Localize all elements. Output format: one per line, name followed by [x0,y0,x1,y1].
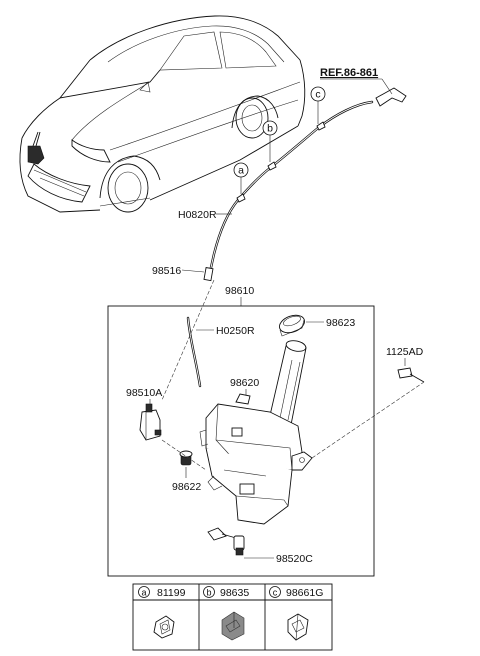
car-tank-location-icon [27,145,45,165]
label-98610: 98610 [225,285,254,297]
label-98510a: 98510A [126,387,162,399]
svg-text:c: c [273,588,278,598]
callout-b: b [262,120,278,162]
clip-98635-icon [221,611,245,641]
clip-98661g-icon [287,613,309,641]
label-h0820r: H0820R [178,209,217,221]
legend-item-a: a 81199 [138,586,186,599]
label-1125ad: 1125AD [386,346,424,358]
svg-text:c: c [315,89,320,101]
label-98620: 98620 [230,377,259,389]
svg-text:b: b [206,588,211,598]
level-sensor-98520c [207,527,245,556]
pump-98510a [139,403,162,441]
label-98516: 98516 [152,265,181,277]
label-h0250r: H0250R [216,325,255,337]
reservoir-tank-98620 [199,340,313,525]
car-illustration [19,15,306,213]
washer-hose-run [203,87,407,282]
hose-h0250r [186,316,202,388]
legend-table: a 81199 b 98635 c 98661G [132,583,333,651]
label-98520c: 98520C [276,553,313,565]
cap-98623 [279,314,305,337]
legend-item-b: b 98635 [203,586,249,599]
label-98622: 98622 [172,481,201,493]
legend-item-c: c 98661G [269,586,323,599]
assembly-frame [107,305,375,577]
svg-text:98635: 98635 [220,587,249,599]
bolt-1125ad [397,367,425,383]
label-98623: 98623 [326,317,355,329]
svg-text:98661G: 98661G [286,587,323,599]
svg-text:a: a [238,165,244,177]
clip-81199-icon [153,615,175,639]
callout-c: c [310,86,326,124]
ref-label: REF.86-861 [320,67,378,79]
svg-text:a: a [141,588,146,598]
svg-text:b: b [267,123,273,135]
svg-text:81199: 81199 [157,587,186,599]
callout-a: a [233,162,249,194]
grommet-98622 [179,450,193,466]
